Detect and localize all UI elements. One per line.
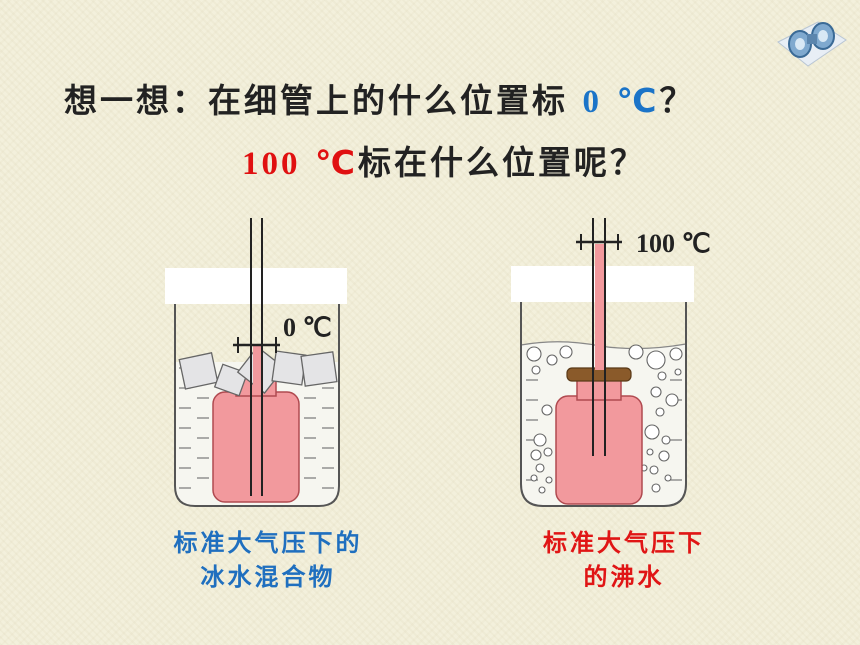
ice-cubes	[178, 346, 338, 397]
zero-degree-label: 0 ℃	[283, 313, 332, 342]
bubbles	[526, 344, 683, 494]
right-thermometer-tube	[576, 218, 622, 456]
boiling-water-caption-line2: 的沸水	[583, 563, 665, 591]
binoculars-icon	[777, 21, 847, 67]
question-mark: ？	[659, 81, 696, 120]
question-line-1-text: 想一想：在细管上的什么位置标	[64, 81, 568, 120]
ice-water-caption-line2: 冰水混合物	[200, 563, 336, 591]
celsius-unit: ℃	[616, 81, 660, 120]
right-bottle	[555, 367, 643, 505]
celsius-unit: ℃	[315, 143, 358, 182]
ice-water-caption-line1: 标准大气压下的	[173, 529, 363, 557]
boiling-water-caption-line1: 标准大气压下	[543, 529, 705, 557]
ice-water-caption: 标准大气压下的 冰水混合物	[148, 526, 388, 594]
zero-value: 0	[582, 84, 602, 120]
hundred-degree-label: 100 ℃	[636, 229, 711, 258]
question-line-1: 想一想：在细管上的什么位置标 0 ℃？	[64, 74, 695, 122]
left-bottle	[212, 375, 300, 503]
hundred-value: 100	[242, 146, 301, 182]
question-line-2: 100 ℃标在什么位置呢？	[242, 136, 646, 184]
left-thermometer-tube	[233, 218, 280, 496]
question-line-2-text: 标在什么位置呢？	[357, 143, 646, 182]
boiling-water-caption: 标准大气压下 的沸水	[514, 526, 734, 594]
